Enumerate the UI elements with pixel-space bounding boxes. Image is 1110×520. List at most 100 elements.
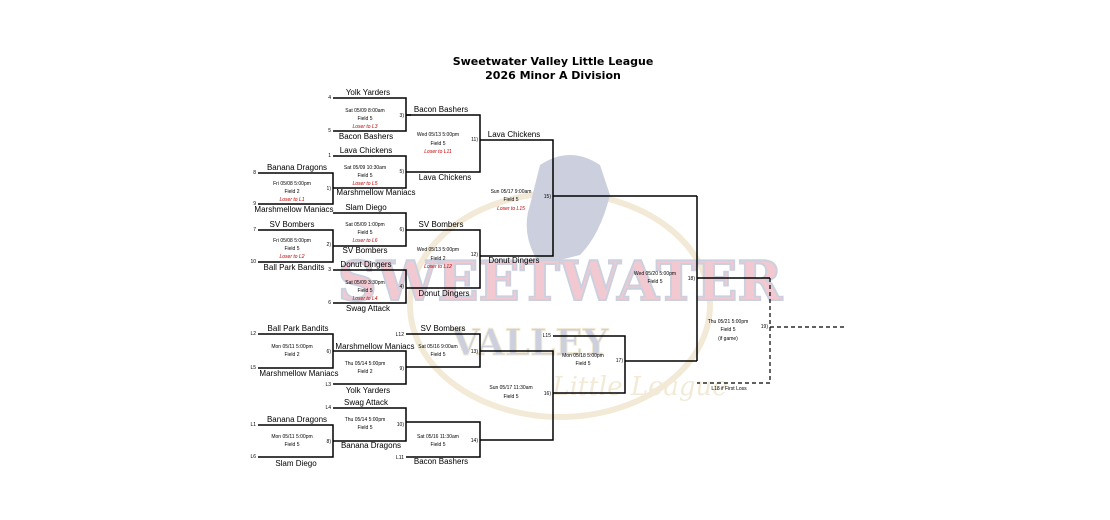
- game-9: Marshmellow Maniacs Yolk Yarders L3 Thu …: [325, 342, 414, 395]
- team-name: Lava Chickens: [488, 130, 540, 139]
- seed-label: 10: [250, 259, 256, 265]
- logo-ring: [407, 190, 713, 420]
- game-date: Wed 05/20 5:00pm: [634, 271, 676, 277]
- game-number: 9): [400, 366, 405, 372]
- game-number: 1): [327, 186, 332, 192]
- seed-label: L4: [325, 405, 331, 411]
- game-12: SV Bombers Donut Dingers Wed 05/13 5:00p…: [406, 220, 481, 298]
- team-name: Donut Dingers: [418, 289, 469, 298]
- team-name: Marshmellow Maniacs: [254, 205, 333, 214]
- seed-label: L15: [543, 333, 552, 339]
- game-date: Sat 05/16 9:00am: [418, 344, 457, 350]
- team-name: Lava Chickens: [340, 146, 392, 155]
- game-15: Lava Chickens Donut Dingers Sun 05/17 9:…: [480, 130, 697, 265]
- loser-note: Loser to L5: [352, 181, 377, 187]
- team-name: Banana Dragons: [341, 441, 401, 450]
- loser-note: Loser to L11: [424, 149, 452, 155]
- team-name: Yolk Yarders: [346, 88, 390, 97]
- game-date: Thu 05/14 5:00pm: [345, 361, 386, 367]
- game-date: Sun 05/17 11:30am: [489, 385, 532, 391]
- logo-text-top: SWEETWATER: [338, 249, 784, 313]
- game-number: 6): [400, 227, 405, 233]
- game-1: Banana Dragons Marshmellow Maniacs 8 9 F…: [253, 163, 338, 214]
- seed-label: L1: [250, 422, 256, 428]
- team-name: Marshmellow Maniacs: [335, 342, 414, 351]
- logo-figure: [526, 155, 610, 265]
- loser-note: Loser to L2: [279, 254, 304, 260]
- game-date: Mon 05/11 5:00pm: [271, 344, 312, 350]
- game-field: Field 5: [357, 173, 372, 179]
- loser-note: Loser to L15: [497, 206, 525, 212]
- game-13: SV Bombers L12 Sat 05/16 9:00am Field 5 …: [396, 324, 485, 368]
- game-17: L15 Mon 05/18 5:00pm Field 5 17): [543, 333, 697, 394]
- seed-label: L3: [325, 382, 331, 388]
- team-name: Donut Dingers: [488, 256, 539, 265]
- game-date: Sat 05/09 8:00am: [345, 108, 384, 114]
- game-date: Fri 05/08 5:00pm: [273, 238, 311, 244]
- team-name: Slam Diego: [275, 459, 317, 468]
- game-number: 2): [327, 242, 332, 248]
- game-number: 6): [327, 349, 332, 355]
- game-number: 15): [544, 194, 552, 200]
- logo-text-script: Little League: [551, 372, 727, 402]
- game-field: Field 5: [720, 327, 735, 333]
- team-name: Ball Park Bandits: [268, 324, 329, 333]
- game-6-losers: Ball Park Bandits Marshmellow Maniacs L2…: [250, 324, 338, 378]
- team-name: Banana Dragons: [267, 163, 327, 172]
- game-field: Field 5: [430, 442, 445, 448]
- team-name: SV Bombers: [343, 246, 388, 255]
- seed-label: L11: [396, 455, 404, 461]
- game-number: 12): [471, 252, 479, 258]
- seed-label: 1: [328, 153, 331, 159]
- game-date: Thu 05/14 5:00pm: [345, 417, 386, 423]
- team-name: Swag Attack: [346, 304, 391, 313]
- team-name: Lava Chickens: [419, 173, 471, 182]
- game-date: Sat 05/09 10:30am: [344, 165, 386, 171]
- game-number: 18): [688, 276, 696, 282]
- loser-note: Loser to L6: [352, 238, 377, 244]
- game-date: Sat 05/09 1:00pm: [345, 222, 384, 228]
- game-number: 16): [544, 391, 552, 397]
- game-number: 13): [471, 349, 479, 355]
- game-date: Mon 05/18 5:00pm: [562, 353, 604, 359]
- team-name: Bacon Bashers: [414, 457, 468, 466]
- game-14: Bacon Bashers L11 Sat 05/16 11:30am Fiel…: [396, 421, 485, 466]
- game-date: Thu 05/21 5:00pm: [708, 319, 749, 325]
- game-number: 4): [400, 284, 405, 290]
- game-date: Sun 05/17 9:00am: [491, 189, 532, 195]
- team-name: SV Bombers: [421, 324, 466, 333]
- game-4: Donut Dingers Swag Attack 3 6 Sat 05/09 …: [328, 260, 407, 313]
- game-field: Field 5: [284, 442, 299, 448]
- game-field: Field 5: [647, 279, 662, 285]
- game-field: Field 5: [503, 394, 518, 400]
- game-field: Field 2: [284, 189, 299, 195]
- game-5: Lava Chickens Marshmellow Maniacs 1 Sat …: [328, 146, 415, 197]
- game-field: Field 5: [503, 197, 518, 203]
- game-8: Banana Dragons Slam Diego L1 L6 Mon 05/1…: [250, 415, 338, 468]
- team-name: Bacon Bashers: [339, 132, 393, 141]
- seed-label: 3: [328, 267, 331, 273]
- team-name: SV Bombers: [419, 220, 464, 229]
- seed-label: L5: [250, 365, 256, 371]
- seed-label: 5: [328, 128, 331, 134]
- game-number: 10): [397, 422, 405, 428]
- game-16: Sun 05/17 11:30am Field 5 16): [485, 350, 558, 441]
- game-field: Field 5: [575, 361, 590, 367]
- seed-label: 6: [328, 300, 331, 306]
- game-number: 8): [327, 439, 332, 445]
- seed-label: L6: [250, 454, 256, 460]
- game-date: Sat 05/09 3:30pm: [345, 280, 384, 286]
- loser-note: Loser to L4: [352, 296, 377, 302]
- game-number: 14): [471, 438, 479, 444]
- game-date: Wed 05/13 5:00pm: [417, 247, 459, 253]
- game-number: 5): [400, 169, 405, 175]
- game-date: Mon 05/11 5:00pm: [271, 434, 312, 440]
- team-name: Marshmellow Maniacs: [336, 188, 415, 197]
- league-logo-watermark: SWEETWATER VALLEY Little League: [337, 155, 784, 420]
- game-field: Field 5: [357, 288, 372, 294]
- seed-label: L2: [250, 331, 256, 337]
- game-number: 17): [616, 358, 624, 364]
- game-note: (if game): [718, 336, 738, 342]
